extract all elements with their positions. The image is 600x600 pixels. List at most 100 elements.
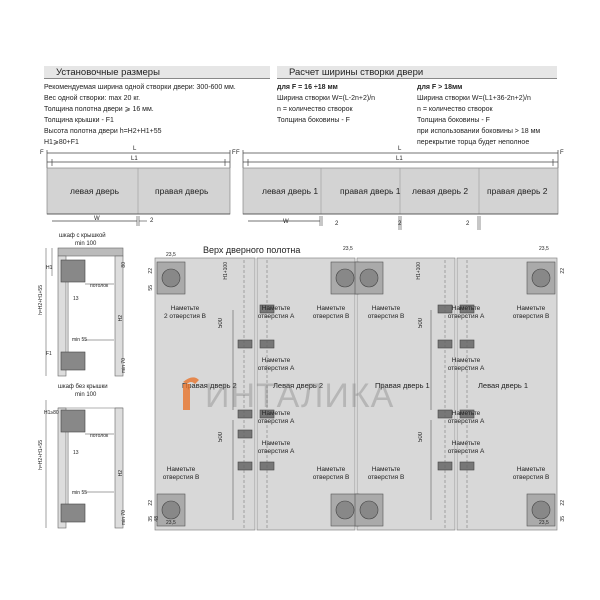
note-holes-a-8-l1: Наметьте xyxy=(451,440,481,447)
n23-5-br: 23,5 xyxy=(539,520,549,526)
dim-2-a: 2 xyxy=(335,221,339,227)
min100-label: min 100 xyxy=(75,241,97,247)
dim-F-right: F xyxy=(232,150,236,156)
n13-label-1: 13 xyxy=(73,296,79,302)
watermark-logo-icon xyxy=(183,377,199,410)
calc-title: Расчет ширины створки двери xyxy=(289,67,424,78)
dim-500-d: 500 xyxy=(418,432,424,443)
calc-right-line: Ширина створки W=(L1+36-2n+2)/n xyxy=(417,95,531,102)
left-door-label: левая дверь xyxy=(70,186,120,196)
calc-left-line: Толщина боковины - F xyxy=(277,117,350,124)
four-door-diagram xyxy=(242,150,559,230)
dim-h1-100-b: H1+100 xyxy=(416,262,422,280)
calc-left-line: n = количество створок xyxy=(277,106,353,113)
door-label-4: правая дверь 2 xyxy=(487,186,548,196)
n23-5-bl: 23,5 xyxy=(166,520,176,526)
door-name-2: Левая дверь 2 xyxy=(273,381,324,390)
note-holes-a-5-l1: Наметьте xyxy=(261,410,291,417)
n13-label-2: 13 xyxy=(73,450,79,456)
install-line: Толщина крышки - F1 xyxy=(44,117,114,124)
with-cover-label: шкаф с крышкой xyxy=(59,233,106,239)
install-line: Высота полотна двери h=H2+H1+55 xyxy=(44,128,162,135)
note-holes-a-5-l2: отверстия А xyxy=(257,417,295,425)
calc-left-line: Ширина створки W=(L-2n+2)/n xyxy=(277,95,376,102)
dim-2-c: 2 xyxy=(466,221,470,227)
F1-label-1: F1 xyxy=(46,351,52,357)
two-door-diagram xyxy=(46,150,231,226)
ceiling-label-2: потолок xyxy=(90,433,109,439)
dim-500-c: 500 xyxy=(418,318,424,329)
section-with-cover xyxy=(45,247,124,377)
n48-l: 48 xyxy=(154,516,160,522)
dim-2-b: 2 xyxy=(398,221,402,227)
door-name-1: Правая дверь 2 xyxy=(182,381,237,390)
n23-5-tl: 23,5 xyxy=(166,252,176,258)
dim-F-left: F xyxy=(40,150,44,156)
note-holes-b-6-l2: отверстия В xyxy=(367,473,405,481)
note-holes-a-1-l1: Наметьте xyxy=(261,305,291,312)
calc-right-line: Толщина боковины - F xyxy=(417,117,490,124)
dim-L-2: L xyxy=(398,146,402,152)
dim-h1-100-a: H1+100 xyxy=(223,262,229,280)
note-holes-b-1-l1: Наметьте xyxy=(316,305,346,312)
note-holes-b-5-l1: Наметьте xyxy=(316,466,346,473)
note-holes-b-1-l2: отверстия В xyxy=(312,312,350,320)
calc-header: Расчет ширины створки двери xyxy=(277,66,557,79)
note-holes-b-6-l1: Наметьте xyxy=(371,466,401,473)
note-holes-a-2-l1: Наметьте xyxy=(451,305,481,312)
note-holes-a-7-l1: Наметьте xyxy=(261,440,291,447)
without-cover-label: шкаф без крышки xyxy=(58,384,108,390)
note-holes-b-3-l2: отверстия В xyxy=(512,312,550,320)
n55-l: 55 xyxy=(148,285,154,291)
min55-label-1: min 55 xyxy=(72,337,88,343)
n22-bl: 22 xyxy=(148,500,154,506)
note-holes-a-7-l2: отверстия А xyxy=(257,447,295,455)
note-holes-b-5-l2: отверстия В xyxy=(312,473,350,481)
dim-2: 2 xyxy=(150,218,154,224)
n80-label-1: 80 xyxy=(121,262,127,268)
n22-tr: 22 xyxy=(560,268,566,274)
install-title: Установочные размеры xyxy=(56,67,160,78)
note-holes-b-4-l2: отверстия В xyxy=(162,473,200,481)
note-holes-b-7-l1: Наметьте xyxy=(516,466,546,473)
note-holes-a-2-l2: отверстия А xyxy=(447,312,485,320)
drilling-template xyxy=(154,257,558,531)
note-holes-a-6-l1: Наметьте xyxy=(451,410,481,417)
dim-500-b: 500 xyxy=(218,432,224,443)
install-line: Рекомендуемая ширина одной створки двери… xyxy=(44,84,236,91)
h-formula-2: h=H2+H1+55 xyxy=(38,440,44,470)
section-without-cover xyxy=(45,400,124,529)
dim-F-left-2: F xyxy=(236,150,240,156)
dim-500-a: 500 xyxy=(218,318,224,329)
note-holes-b-2-l2: отверстия В xyxy=(367,312,405,320)
min70-label-2: min 70 xyxy=(121,510,127,526)
calc-right-line: n = количество створок xyxy=(417,106,493,113)
dim-L: L xyxy=(133,146,137,152)
note-two-holes-b-l1: Наметьте xyxy=(170,305,200,312)
door-label-2: правая дверь 1 xyxy=(340,186,401,196)
n23-5-tr: 23,5 xyxy=(539,246,549,252)
calc-right-line: при использовании боковины > 18 мм xyxy=(417,128,541,135)
H1-80-label: H1≥80 xyxy=(44,410,59,416)
ceiling-label-1: потолок xyxy=(90,283,109,289)
note-holes-b-4-l1: Наметьте xyxy=(166,466,196,473)
n35-br: 35 xyxy=(560,516,566,522)
min55-label-2: min 55 xyxy=(72,490,88,496)
door-name-4: Левая дверь 1 xyxy=(478,381,529,390)
n22-tl: 22 xyxy=(148,268,154,274)
install-line: Вес одной створки: max 20 кг. xyxy=(44,95,141,102)
H2-label-2: H2 xyxy=(118,470,124,477)
